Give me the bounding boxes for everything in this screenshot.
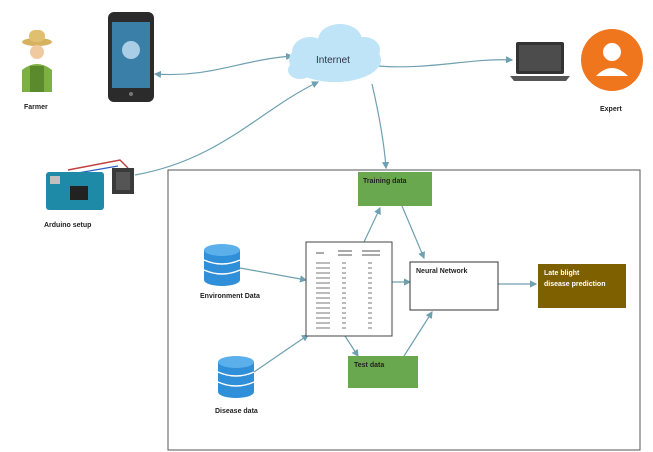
arrow-test-neural — [403, 310, 433, 357]
table-cell-line — [368, 322, 372, 324]
table-cell-line — [316, 307, 330, 309]
table-cell-line — [316, 287, 330, 289]
table-cell-line — [316, 267, 330, 269]
table-cell-line — [316, 282, 330, 284]
arrow-table-training — [363, 206, 381, 243]
table-cell-line — [368, 282, 372, 284]
arduino-label: Arduino setup — [44, 222, 92, 229]
arrow-internet-frame — [371, 83, 390, 170]
data-table-thumbnail — [305, 241, 393, 337]
table-cell-line — [342, 297, 346, 299]
prediction-box — [538, 264, 626, 308]
training-data-label: Training data — [363, 178, 407, 185]
environment-data-label: Environment Data — [200, 293, 260, 300]
prediction-label-line2: disease prediction — [544, 281, 606, 288]
table-cell-line — [342, 272, 346, 274]
database-icon-disease — [217, 356, 255, 398]
arrow-env-table — [239, 267, 308, 283]
table-cell-line — [342, 262, 346, 264]
table-cell-line — [316, 312, 330, 314]
arrow-training-neural — [401, 205, 425, 260]
table-cell-line — [342, 287, 346, 289]
table-cell-line — [316, 317, 330, 319]
table-cell-line — [316, 262, 330, 264]
arrow-phone-internet — [153, 52, 294, 79]
expert-label: Expert — [600, 106, 622, 113]
arduino-icon — [46, 159, 134, 210]
test-data-box — [348, 356, 418, 388]
table-cell-line — [342, 312, 346, 314]
table-cell-line — [342, 292, 346, 294]
table-cell-line — [368, 277, 372, 279]
cloud-icon — [288, 24, 381, 82]
table-cell-line — [368, 312, 372, 314]
table-cell-line — [342, 267, 346, 269]
internet-label: Internet — [316, 55, 350, 66]
table-cell-line — [316, 272, 330, 274]
arrow-internet-laptop — [377, 56, 514, 68]
table-cell-line — [316, 322, 330, 324]
table-cell-line — [368, 307, 372, 309]
arrow-disease-table — [253, 334, 309, 373]
arrow-table-test — [344, 335, 359, 358]
table-cell-line — [342, 322, 346, 324]
table-cell-line — [342, 307, 346, 309]
table-cell-line — [368, 292, 372, 294]
table-cell-line — [316, 277, 330, 279]
disease-data-label: Disease data — [215, 408, 258, 415]
processing-frame — [167, 169, 641, 451]
table-cell-line — [342, 302, 346, 304]
prediction-label-line1: Late blight — [544, 270, 580, 277]
table-cell-line — [342, 282, 346, 284]
table-cell-line — [368, 297, 372, 299]
table-cell-line — [368, 267, 372, 269]
smartphone-icon — [108, 12, 154, 102]
table-cell-line — [368, 302, 372, 304]
farmer-label: Farmer — [24, 104, 48, 111]
table-cell-line — [368, 272, 372, 274]
table-cell-line — [368, 287, 372, 289]
test-data-label: Test data — [354, 362, 385, 369]
laptop-icon — [510, 42, 570, 81]
neural-network-box — [409, 261, 499, 311]
table-cell-line — [368, 262, 372, 264]
table-cell-line — [368, 317, 372, 319]
table-cell-line — [316, 327, 330, 329]
table-cell-line — [342, 327, 346, 329]
table-cell-line — [316, 292, 330, 294]
table-cell-line — [342, 277, 346, 279]
farmer-icon — [22, 30, 52, 92]
table-cell-line — [316, 297, 330, 299]
table-cell-line — [316, 302, 330, 304]
expert-icon — [581, 29, 643, 91]
arrow-arduino-internet — [134, 81, 320, 176]
training-data-box — [358, 172, 432, 206]
neural-network-label: Neural Network — [416, 268, 468, 275]
table-cell-line — [342, 317, 346, 319]
table-cell-line — [368, 327, 372, 329]
database-icon-environment — [203, 244, 241, 286]
connectors — [134, 52, 538, 373]
